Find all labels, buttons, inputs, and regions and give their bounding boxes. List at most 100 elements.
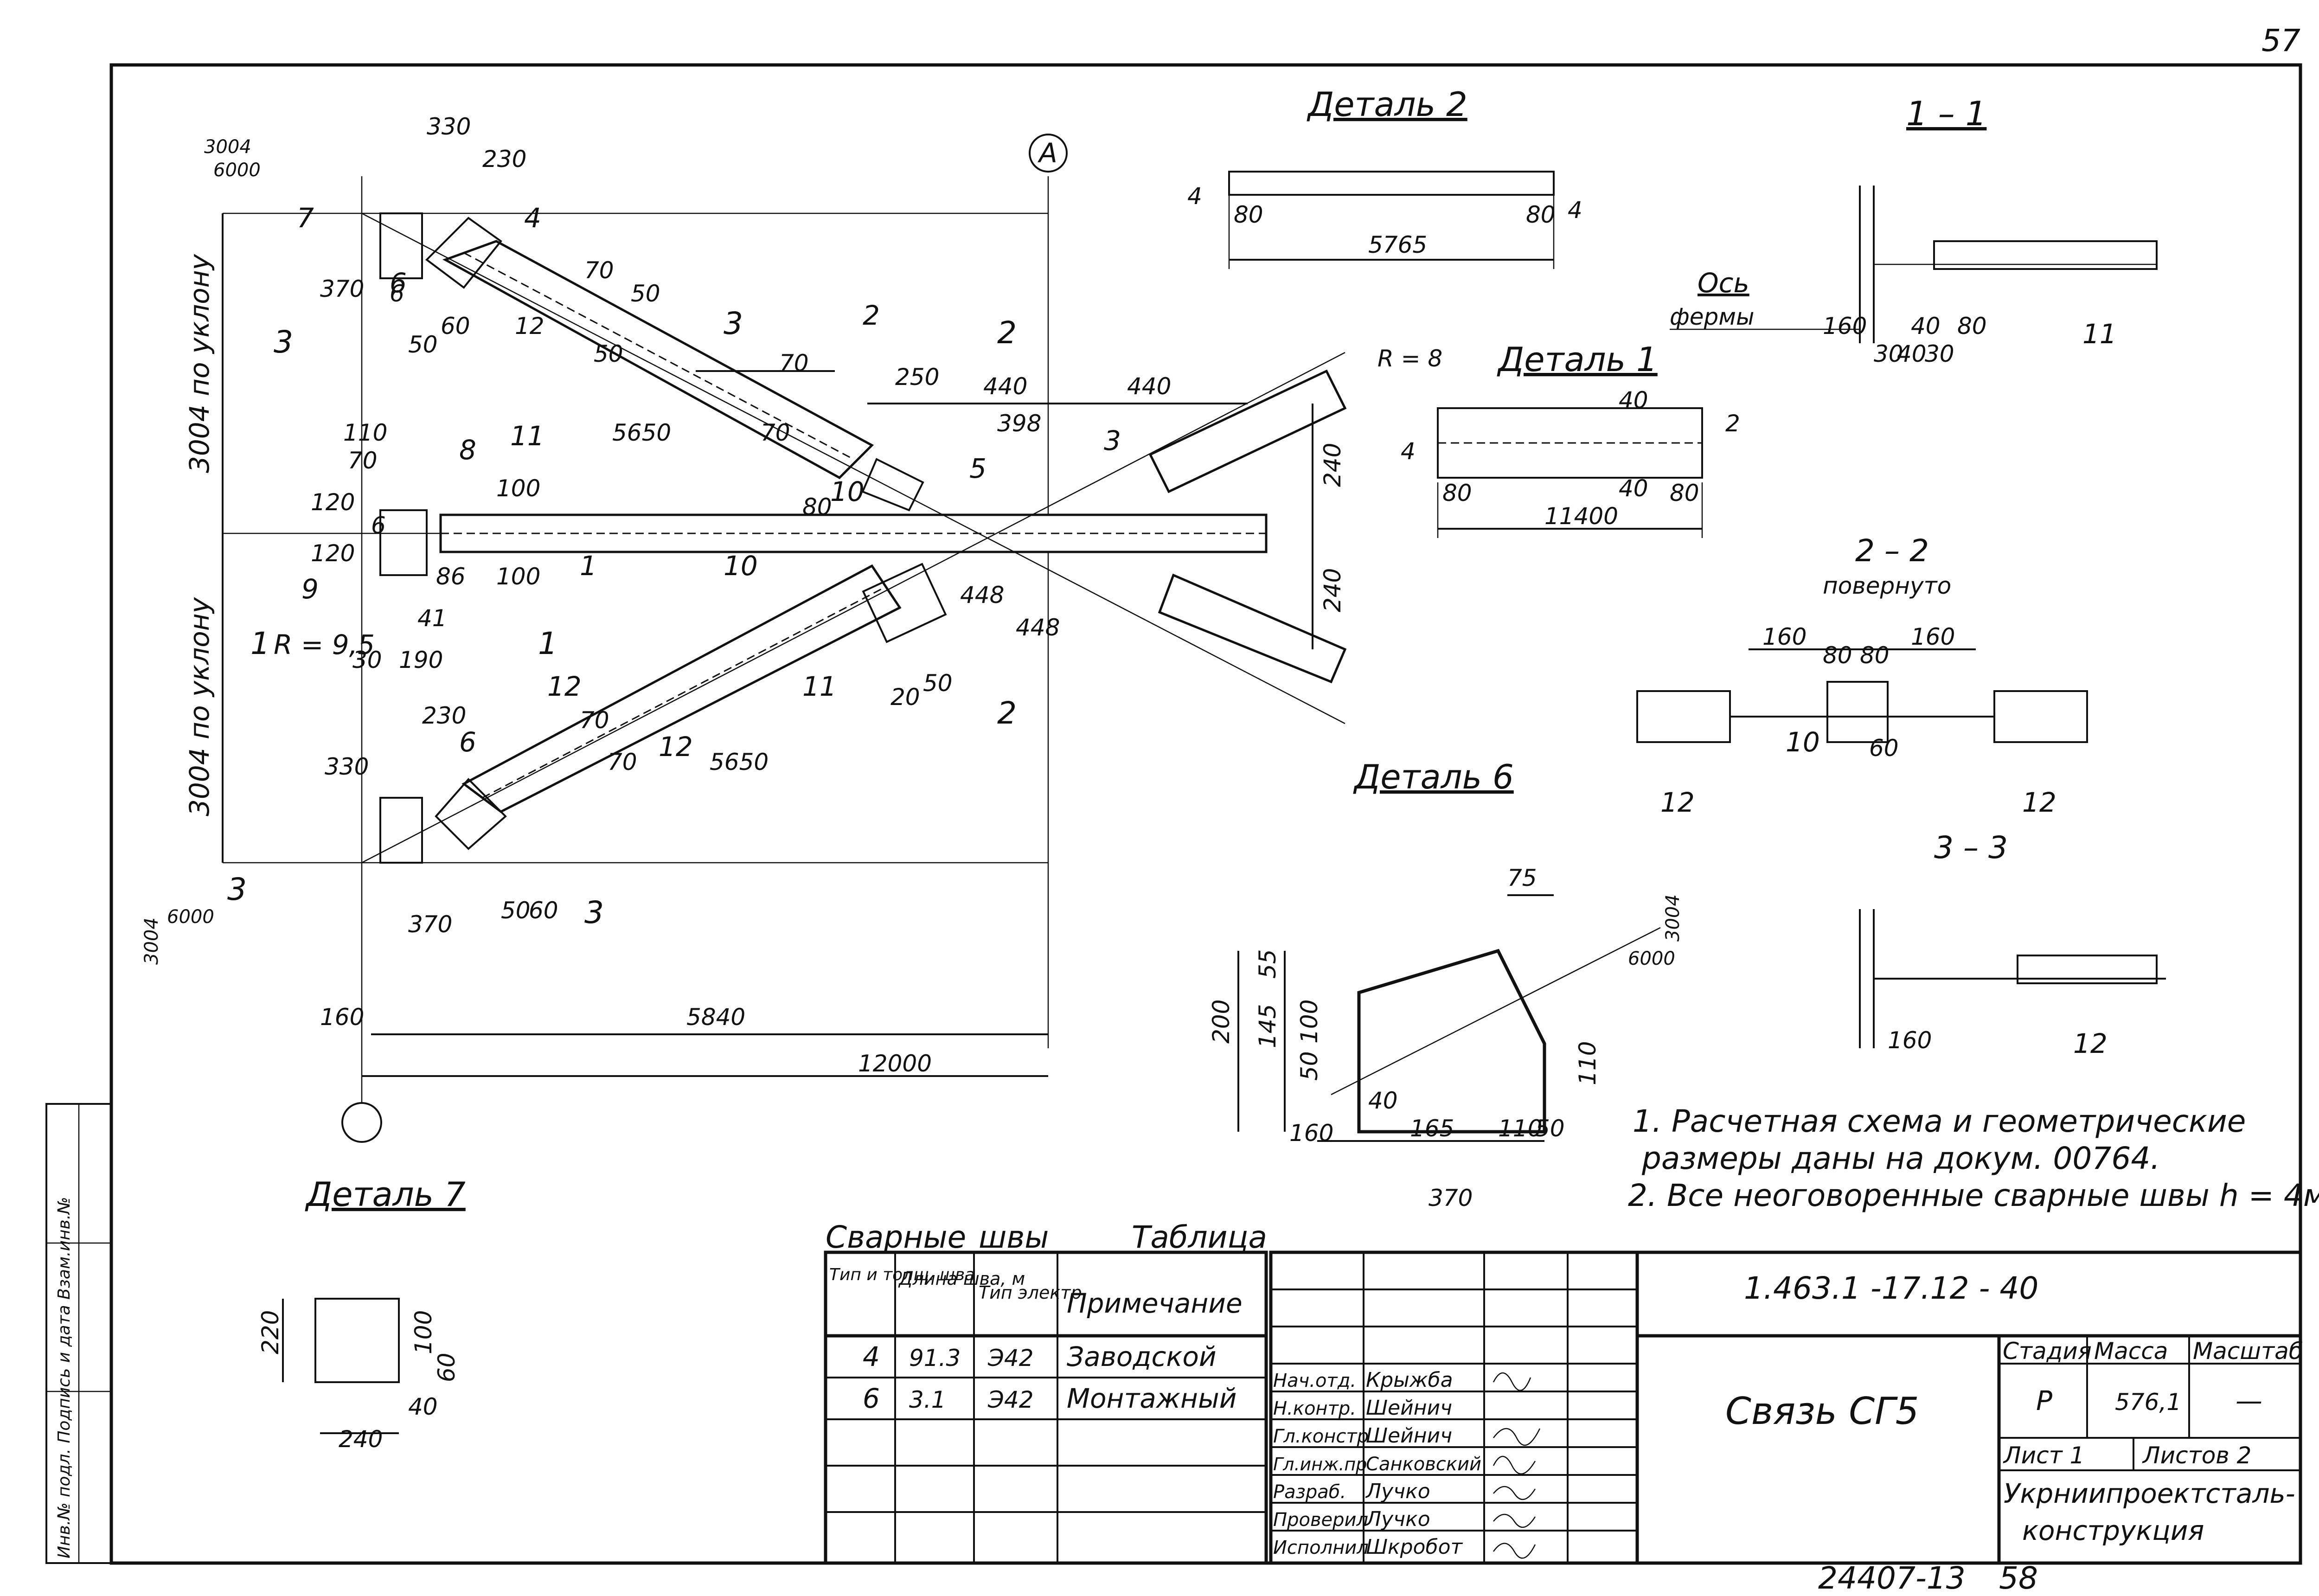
scale-value: — xyxy=(2236,1385,2262,1417)
page-number: 57 xyxy=(2261,23,2300,58)
staff-name-5: Лучко xyxy=(1365,1480,1430,1503)
weld-table-title-right: Таблица xyxy=(1132,1219,1267,1255)
detail-6-dim-6000: 6000 xyxy=(1628,948,1675,969)
dim-330-bottom: 330 xyxy=(325,753,369,780)
part-1: 1 xyxy=(580,550,597,582)
detail-7-dim-240: 240 xyxy=(339,1426,383,1453)
org-line-2: конструкция xyxy=(2022,1515,2204,1546)
dim-6000-top: 6000 xyxy=(213,160,261,181)
dim-5650-bottom: 5650 xyxy=(710,749,769,776)
detail-6-dim-145: 145 xyxy=(1254,1004,1281,1048)
upper-diagonal xyxy=(442,240,874,480)
plate-top-angled xyxy=(425,217,502,289)
part-5-top: 5 xyxy=(969,453,987,484)
section-1-1-dim-80: 80 xyxy=(1957,313,1987,340)
section-1-1: 1 – 1 Ось фермы 160 30 40 30 40 80 11 xyxy=(1670,94,2158,367)
dim-100-b: 100 xyxy=(496,563,540,590)
dim-50-a: 50 xyxy=(631,280,660,307)
slope-label-top: 3004 по уклону xyxy=(184,254,215,473)
radius-label: R = 9,5 xyxy=(274,629,375,660)
notes: 1. Расчетная схема и геометрические разм… xyxy=(1628,1103,2319,1213)
signature-3 xyxy=(1493,1455,1536,1474)
section-2-2-dim-60: 60 xyxy=(1869,735,1899,762)
dim-230-bottom: 230 xyxy=(422,702,466,729)
part-12-b: 12 xyxy=(659,731,693,763)
detail-7: Деталь 7 220 100 60 40 240 xyxy=(257,1175,466,1453)
dim-6-mid: 6 xyxy=(371,512,386,539)
detail-6-dim-160: 160 xyxy=(1289,1120,1333,1147)
dim-86: 86 xyxy=(436,563,466,590)
sheet-frame xyxy=(109,63,2302,1565)
axis-label-osj: Ось xyxy=(1698,267,1749,299)
section-1-1-dim-40-b: 40 xyxy=(1911,313,1941,340)
slope-label-bottom: 3004 по уклону xyxy=(184,597,215,816)
part-6-top: 6 xyxy=(390,267,407,299)
center-plate-lower xyxy=(862,563,947,643)
part-10-a: 10 xyxy=(830,476,865,507)
dim-50-b: 50 xyxy=(594,340,623,367)
dim-60-top: 60 xyxy=(441,313,470,340)
section-mark-2-a: 2 xyxy=(997,315,1017,351)
dim-160: 160 xyxy=(320,1004,364,1031)
gusset-top xyxy=(379,212,423,279)
detail-6-dim-50-a: 50 xyxy=(1296,1051,1323,1081)
weld-header-length: Длина шва, м xyxy=(898,1269,1025,1289)
staff-role-6: Проверил xyxy=(1273,1509,1368,1531)
item-name: Связь СГ5 xyxy=(1725,1390,1919,1433)
dim-190: 190 xyxy=(399,647,443,673)
dim-50-bottom: 50 xyxy=(501,897,531,924)
weld-table-title-mid: швы xyxy=(979,1219,1049,1255)
dim-41: 41 xyxy=(417,605,447,632)
staff-role-2: Н.контр. xyxy=(1273,1398,1356,1419)
right-upper-diagonal xyxy=(1148,369,1347,494)
detail-7-dim-100: 100 xyxy=(410,1310,437,1354)
title-block: 1.463.1 -17.12 - 40 Связь СГ5 Стадия Мас… xyxy=(1269,1250,2303,1565)
dim-448-a: 448 xyxy=(960,582,1004,609)
section-3-3: 3 – 3 160 12 xyxy=(1859,830,2166,1059)
part-9: 9 xyxy=(301,573,319,605)
part-8: 8 xyxy=(459,434,476,466)
sheet-label: Лист 1 xyxy=(2003,1442,2084,1469)
detail-1-dim-11400: 11400 xyxy=(1544,503,1618,530)
dim-70-b: 70 xyxy=(779,350,809,377)
section-1-1-dim-40-a: 40 xyxy=(1897,340,1927,367)
detail-2-dim-5765: 5765 xyxy=(1368,231,1427,258)
detail-1-dim-4: 4 xyxy=(1401,438,1416,465)
dim-440-right: 440 xyxy=(1127,373,1171,400)
weld-row-1-electrode: Э42 xyxy=(987,1345,1034,1372)
sheet-code-bottom: 24407-13 xyxy=(1818,1560,1966,1596)
detail-7-dim-60: 60 xyxy=(433,1352,460,1382)
detail-2-dim-80-left: 80 xyxy=(1234,201,1263,228)
gusset-bottom xyxy=(379,797,423,864)
dim-240-b: 240 xyxy=(1319,568,1346,612)
part-6-bottom: 6 xyxy=(459,726,476,758)
section-mark-3-c: 3 xyxy=(227,872,247,907)
part-11-bottom: 11 xyxy=(802,671,837,702)
staff-name-4: Санковский xyxy=(1366,1454,1481,1475)
dim-370-bottom: 370 xyxy=(408,911,452,938)
weld-row-2-electrode: Э42 xyxy=(987,1386,1034,1413)
dim-70-mid: 70 xyxy=(348,447,378,474)
section-2-2-subtitle: повернуто xyxy=(1823,572,1951,599)
dim-230-top: 230 xyxy=(482,146,526,173)
detail-1-dim-40-b: 40 xyxy=(1619,475,1648,502)
section-2-2-dim-80-a: 80 xyxy=(1823,642,1852,669)
signature-6 xyxy=(1493,1543,1536,1559)
sheets-label: Листов 2 xyxy=(2142,1442,2251,1469)
dim-3004-bottom: 3004 xyxy=(141,917,162,965)
staff-role-5: Разраб. xyxy=(1273,1481,1346,1503)
axis-label: A xyxy=(1037,137,1057,169)
dim-6000-bottom: 6000 xyxy=(167,906,214,928)
note-1-cont: размеры даны на докум. 00764. xyxy=(1641,1141,2160,1176)
weld-table: Сварные швы Таблица Тип и толщ. шва Длин… xyxy=(824,1219,1268,1565)
dim-50-top: 50 xyxy=(408,331,438,358)
detail-2-dim-4-left: 4 xyxy=(1187,183,1202,210)
dim-110: 110 xyxy=(343,419,387,446)
dim-12000: 12000 xyxy=(858,1050,932,1077)
main-drawing-labels: 330 230 3004 6000 370 6 60 50 12 70 50 7… xyxy=(141,113,1346,1077)
weld-row-1-type: 4 xyxy=(863,1341,880,1372)
section-2-2-title: 2 – 2 xyxy=(1855,533,1929,569)
sheet-num-bottom: 58 xyxy=(1999,1560,2038,1596)
weld-row-1-note: Заводской xyxy=(1067,1341,1217,1372)
side-stamp-text: Инв.№ подл. Подпись и дата Взам.инв.№ xyxy=(55,1197,74,1558)
